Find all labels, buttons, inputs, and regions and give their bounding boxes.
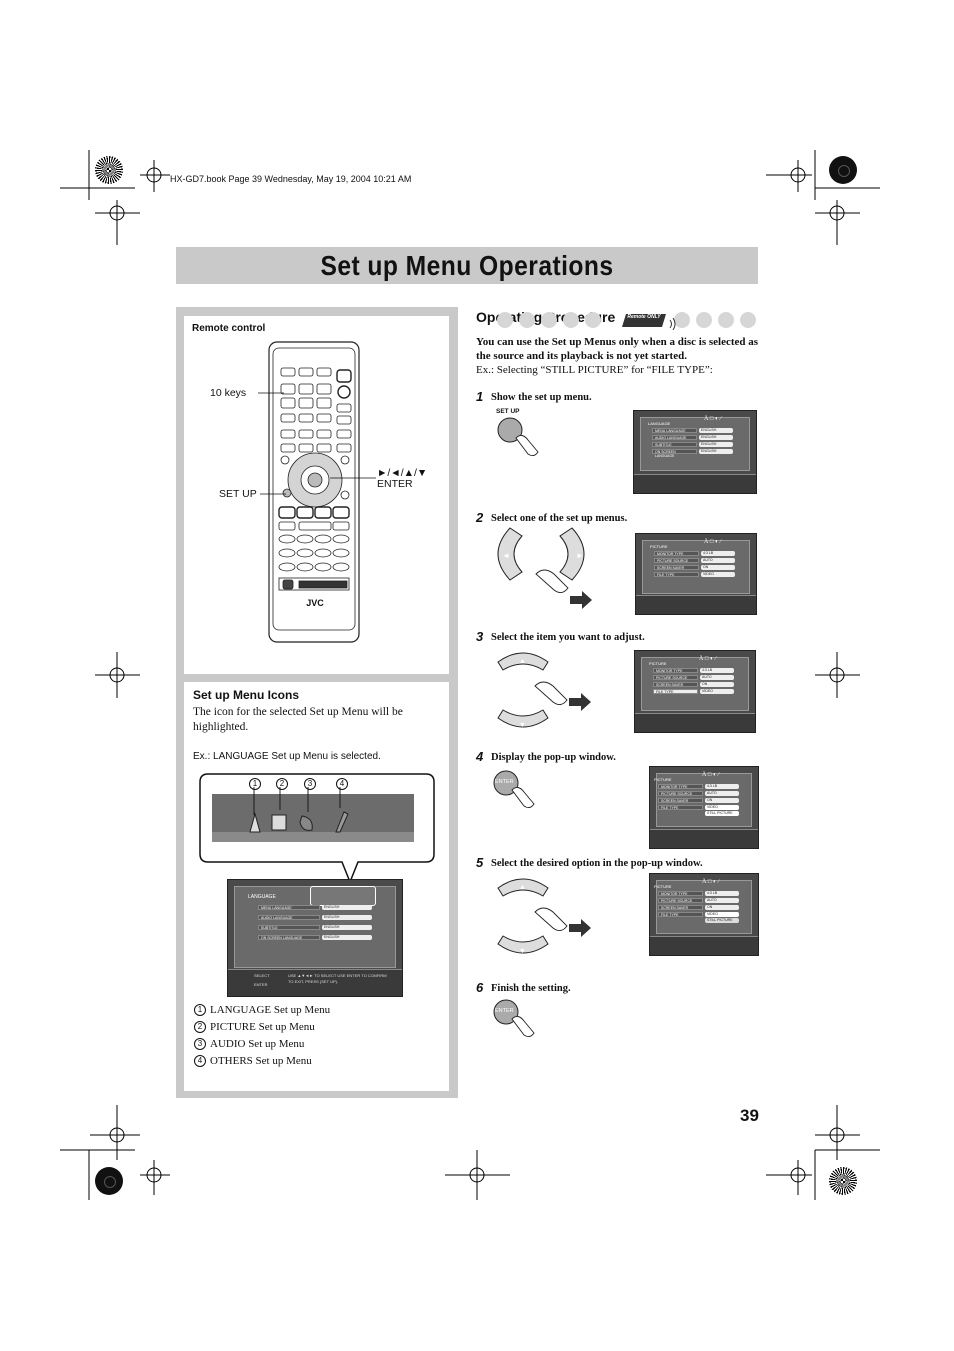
heading-dot bbox=[696, 312, 712, 328]
set-up-menu-icons-description: The icon for the selected Set up Menu wi… bbox=[193, 706, 403, 733]
icon-marker-3: 3 bbox=[304, 778, 320, 790]
svg-text:▼: ▼ bbox=[519, 721, 526, 729]
registration-dot-bottom-left bbox=[95, 1167, 123, 1195]
page-title: Set up Menu Operations bbox=[320, 250, 614, 281]
remote-control-label: Remote control bbox=[192, 323, 266, 334]
step-1-button-label: SET UP bbox=[496, 408, 520, 415]
step-1-number: 1 bbox=[476, 389, 484, 404]
step-3-number: 3 bbox=[476, 629, 484, 644]
heading-dot bbox=[585, 312, 601, 328]
step-6-enter-label: ENTER bbox=[495, 1008, 514, 1014]
callout-10-keys: 10 keys bbox=[210, 387, 247, 399]
page-number: 39 bbox=[740, 1106, 759, 1125]
registration-dot-top-right bbox=[829, 156, 857, 184]
heading-dot bbox=[674, 312, 690, 328]
step-4-number: 4 bbox=[476, 749, 484, 764]
step-4-enter-press-illustration bbox=[493, 770, 535, 809]
sample-screen-icons bbox=[310, 886, 376, 906]
svg-text:▲: ▲ bbox=[519, 883, 526, 891]
remote-brand-logo: JVC bbox=[306, 598, 324, 608]
step-1-set-up-press-illustration bbox=[497, 417, 539, 457]
icon-marker-2: 2 bbox=[276, 778, 292, 790]
callout-arrows: ►/◄/▲/▼ bbox=[377, 467, 428, 479]
step-6-text: Finish the setting. bbox=[491, 983, 571, 994]
heading-dot bbox=[740, 312, 756, 328]
heading-dot bbox=[497, 312, 513, 328]
heading-dot bbox=[563, 312, 579, 328]
step-1-text: Show the set up menu. bbox=[491, 392, 592, 403]
svg-text:▼: ▼ bbox=[519, 947, 526, 955]
registration-starburst-top-left bbox=[95, 156, 123, 184]
svg-text:►: ► bbox=[576, 551, 584, 560]
intro-example: Ex.: Selecting “STILL PICTURE” for “FILE… bbox=[476, 364, 713, 376]
step-4-text: Display the pop-up window. bbox=[491, 752, 616, 763]
icon-magnifier-illustration bbox=[199, 773, 435, 885]
step-3-up-down-illustration: ▲ ▼ bbox=[497, 652, 591, 729]
callout-set-up: SET UP bbox=[219, 488, 257, 500]
step-5-text: Select the desired option in the pop-up … bbox=[491, 858, 703, 869]
intro-note: You can use the Set up Menus only when a… bbox=[476, 336, 759, 362]
heading-dot bbox=[541, 312, 557, 328]
heading-dot bbox=[519, 312, 535, 328]
step-4-enter-label: ENTER bbox=[495, 779, 514, 785]
callout-enter: ENTER bbox=[377, 478, 413, 490]
callout-lines bbox=[258, 392, 376, 495]
step-3-text: Select the item you want to adjust. bbox=[491, 632, 645, 643]
step-6-enter-press-illustration bbox=[493, 999, 535, 1038]
heading-dot bbox=[718, 312, 734, 328]
registration-starburst-bottom-right bbox=[829, 1167, 857, 1195]
icon-marker-4: 4 bbox=[336, 778, 352, 790]
remote-control-illustration: JVC bbox=[268, 341, 360, 643]
step-6-number: 6 bbox=[476, 980, 484, 995]
svg-text:▲: ▲ bbox=[519, 657, 526, 665]
step-2-number: 2 bbox=[476, 510, 484, 525]
step-2-text: Select one of the set up menus. bbox=[491, 513, 628, 524]
svg-text:◄: ◄ bbox=[502, 551, 510, 560]
set-up-menu-icons-heading: Set up Menu Icons bbox=[193, 688, 300, 702]
step-5-up-down-illustration: ▲ ▼ bbox=[497, 878, 591, 955]
step-2-left-right-illustration: ◄ ► bbox=[497, 527, 592, 609]
title-bar bbox=[176, 247, 758, 284]
icon-marker-1: 1 bbox=[249, 778, 265, 790]
remote-only-badge: Remote ONLY bbox=[620, 312, 676, 330]
print-header: HX-GD7.book Page 39 Wednesday, May 19, 2… bbox=[170, 174, 412, 184]
sample-screen-title: LANGUAGE bbox=[248, 894, 276, 900]
icons-example-text: Ex.: LANGUAGE Set up Menu is selected. bbox=[193, 751, 381, 762]
step-5-number: 5 bbox=[476, 855, 484, 870]
